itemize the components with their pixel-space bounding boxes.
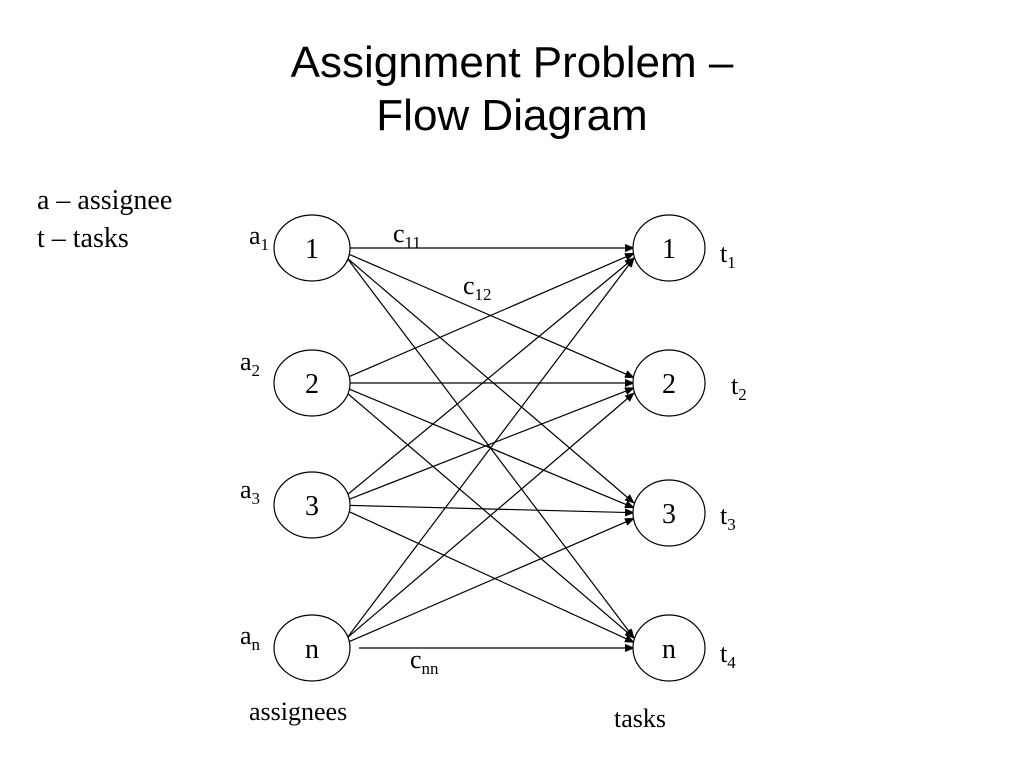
page-title: Assignment Problem – Flow Diagram xyxy=(0,36,1024,142)
edge-an-t3 xyxy=(346,517,635,644)
tasks-group-label: tasks xyxy=(614,704,666,733)
legend-line-2: t – tasks xyxy=(37,223,129,254)
task-label-4: t4 xyxy=(720,639,736,672)
edge-a3-t3 xyxy=(346,504,635,517)
legend-line-1: a – assignee xyxy=(37,185,173,216)
edge-an-t1 xyxy=(346,257,635,639)
assignees-group-label: assignees xyxy=(249,697,347,726)
edge-a3-t1 xyxy=(346,257,635,496)
legend: a – assignee t – tasks xyxy=(37,182,172,258)
title-line-1: Assignment Problem – xyxy=(290,38,734,87)
task-node-1: 1 xyxy=(632,214,706,282)
title-line-2: Flow Diagram xyxy=(376,91,648,140)
assignee-label-2: a2 xyxy=(240,347,260,380)
task-label-1: t1 xyxy=(720,239,736,272)
task-node-1-text: 1 xyxy=(662,234,676,265)
edge-an-t2 xyxy=(346,392,635,639)
task-node-n-text: n xyxy=(662,634,676,665)
assignee-node-n-text: n xyxy=(305,634,319,665)
assignee-label-1: a1 xyxy=(249,221,269,254)
assignee-node-1: 1 xyxy=(273,214,351,282)
task-node-n: n xyxy=(632,614,706,682)
edge-a3-t2 xyxy=(346,387,635,501)
task-node-3-text: 3 xyxy=(662,499,676,530)
edge-label-c11: c11 xyxy=(393,219,421,252)
edge-label-cnn: cnn xyxy=(410,645,439,678)
edge-a3-tn xyxy=(346,510,635,643)
edge-a1-t3 xyxy=(346,257,635,504)
task-node-2: 2 xyxy=(632,349,706,417)
task-label-2: t2 xyxy=(731,371,747,404)
assignee-node-n: n xyxy=(273,614,351,682)
edge-a2-t1 xyxy=(346,252,635,379)
assignee-node-3: 3 xyxy=(273,471,351,539)
assignee-node-1-text: 1 xyxy=(305,234,319,265)
task-label-3: t3 xyxy=(720,501,736,534)
edges-layer xyxy=(346,244,635,652)
assignee-node-3-text: 3 xyxy=(305,491,319,522)
task-node-3: 3 xyxy=(632,479,706,547)
assignee-node-2-text: 2 xyxy=(305,369,319,400)
assignee-label-n: an xyxy=(240,621,261,654)
assignee-label-3: a3 xyxy=(240,475,260,508)
task-node-2-text: 2 xyxy=(662,369,676,400)
edge-label-c12: c12 xyxy=(463,271,492,304)
assignee-node-2: 2 xyxy=(273,349,351,417)
